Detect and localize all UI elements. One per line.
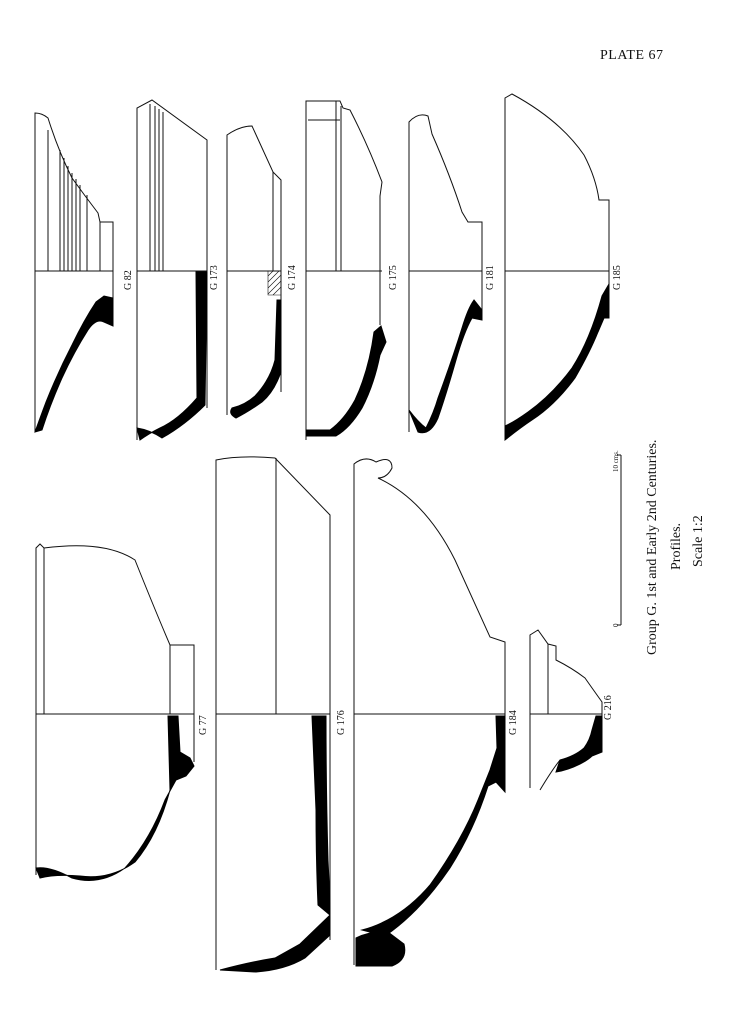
vessel-profile-g176 [215,456,331,973]
scale-bar [617,454,622,626]
label-g184: G 184 [508,710,519,735]
caption-line-1: Group G. 1st and Early 2nd Centuries. [645,439,660,655]
vessel-profile-g175 [408,114,483,434]
label-g185: G 185 [612,265,623,290]
vessel-profile-1 [34,112,114,433]
caption-line-3: Scale 1:2 [691,515,706,567]
vessel-profile-g77 [35,543,195,881]
vessel-profile-g184 [353,458,506,967]
vessel-profile-g181 [504,93,610,442]
vessel-profile-g174 [305,100,387,440]
vessel-profile-g173 [226,125,282,419]
scale-end-label: 10 cms. [612,450,620,472]
label-g181: G 181 [485,265,496,290]
vessel-profile-g216 [529,629,603,791]
scale-start-label: 0 [612,623,620,628]
label-g176: G 176 [336,710,347,735]
vessel-profile-g82 [136,99,208,441]
label-g173: G 173 [209,265,220,290]
label-g174: G 174 [287,265,298,290]
caption-line-2: Profiles. [669,522,684,570]
label-g82: G 82 [123,270,134,290]
label-g77: G 77 [198,715,209,735]
label-g216: G 216 [603,695,614,720]
label-g175: G 175 [388,265,399,290]
plate-title: PLATE 67 [600,48,664,63]
